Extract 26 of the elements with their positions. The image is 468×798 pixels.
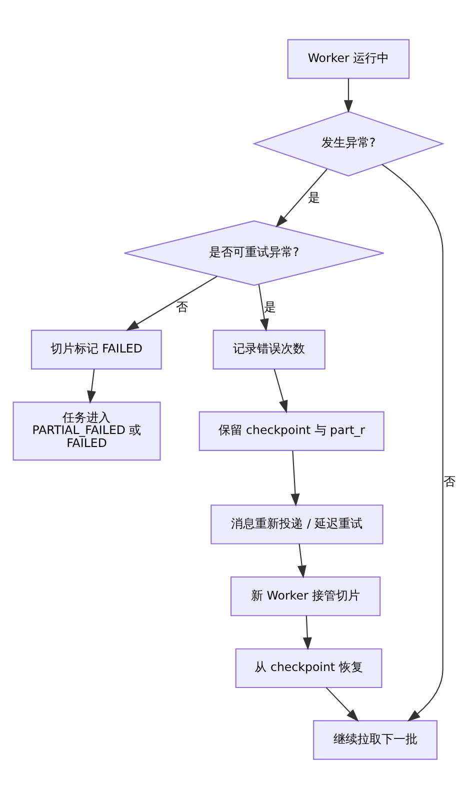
node-box: 保留 checkpoint 与 part_r (198, 410, 384, 450)
arrow (343, 78, 352, 112)
arrow (258, 284, 268, 332)
edge-label: 是 (308, 190, 320, 204)
node-diamond: 是否可重试异常? (123, 220, 384, 286)
edge-label: 是 (264, 299, 276, 314)
edge-label: 否 (176, 299, 188, 314)
node-box: Worker 运行中 (286, 38, 410, 78)
arrow (290, 450, 300, 506)
arrow (275, 168, 327, 227)
arrow (86, 368, 96, 404)
node-box: 消息重新投递 / 延迟重试 (210, 504, 383, 544)
node-box: 切片标记 FAILED (30, 329, 162, 369)
node-box: 任务进入 PARTIAL_FAILED 或 FAILED (12, 401, 160, 460)
arrow (302, 615, 312, 650)
node-box: 新 Worker 接管切片 (230, 576, 380, 616)
arrow (296, 543, 306, 578)
node-box: 继续拉取下一批 (312, 720, 437, 760)
arrow (273, 368, 288, 413)
arrow (125, 275, 217, 330)
arrow (381, 164, 443, 722)
node-box: 记录错误次数 (212, 329, 325, 369)
node-box: 从 checkpoint 恢复 (234, 648, 382, 688)
arrow (325, 686, 358, 722)
node-diamond: 发生异常? (252, 110, 444, 176)
edge-label: 否 (442, 474, 455, 488)
